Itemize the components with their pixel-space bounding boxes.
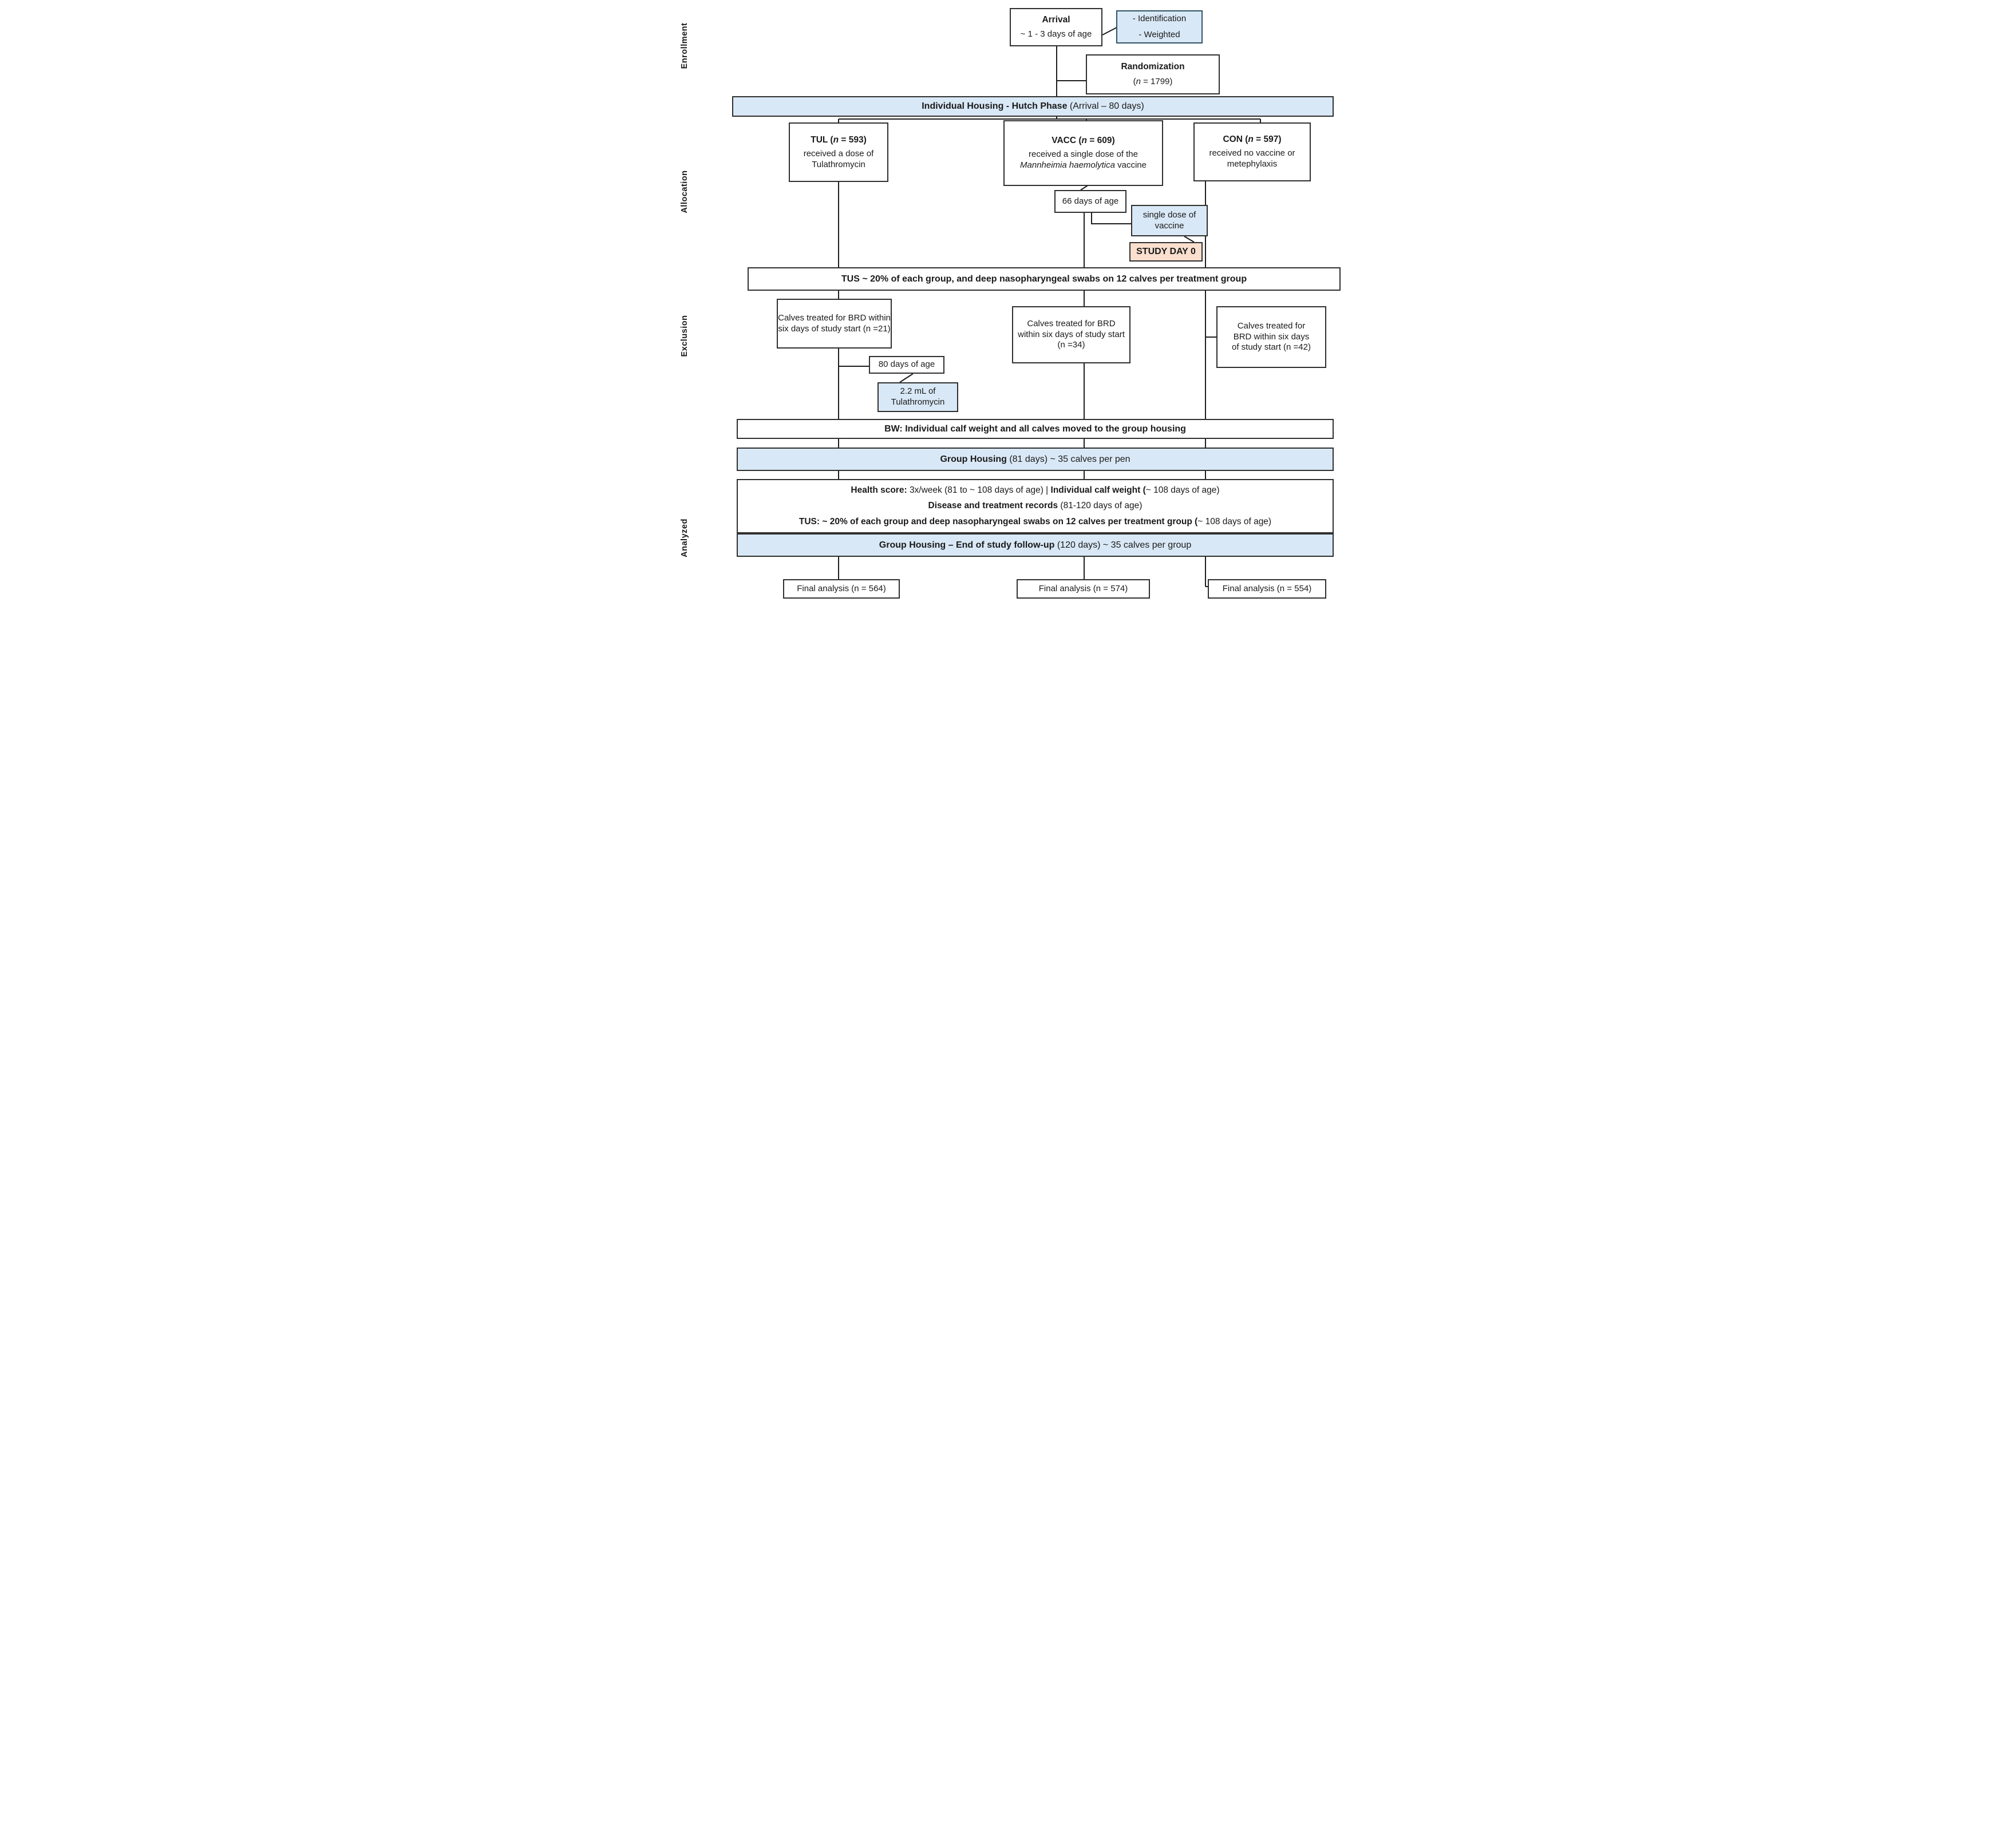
arrival-notes-box: - Identification - Weighted [1116,10,1203,43]
group-housing-banner-bold: Group Housing [940,454,1007,464]
study-day0-text: STUDY DAY 0 [1136,247,1196,256]
monitoring-line-1: Health score: 3x/week (81 to ~ 108 days … [851,485,1220,495]
note-weighted: - Weighted [1139,30,1180,39]
monitoring-line-2: Disease and treatment records (81-120 da… [928,501,1143,511]
days80-text: 80 days of age [878,359,935,370]
study-day0-box: STUDY DAY 0 [1129,242,1203,262]
single-dose-text: single dose of vaccine [1143,209,1196,231]
group-tul-body: received a dose of Tulathromycin [803,148,874,169]
group-box-vacc: VACC (n = 609) received a single dose of… [1003,120,1163,186]
end-followup-banner-bold: Group Housing – End of study follow-up [879,540,1055,550]
arrival-title: Arrival [1042,15,1070,25]
monitoring-line-3: TUS: ~ 20% of each group and deep nasoph… [799,516,1272,526]
group-housing-banner-text: Group Housing (81 days) ~ 35 calves per … [940,454,1130,465]
end-followup-banner: Group Housing – End of study follow-up (… [737,533,1334,557]
group-vacc-body: received a single dose of the Mannheimia… [1020,149,1147,171]
arrival-box: Arrival ~ 1 - 3 days of age [1010,8,1102,46]
consort-flow-diagram: Enrollment Allocation Exclusion Analyzed… [672,0,1344,608]
tulathromycin-dose-text: 2.2 mL of Tulathromycin [891,386,945,407]
days80-box: 80 days of age [869,356,944,374]
stage-label-enrollment: Enrollment [680,22,689,69]
days66-box: 66 days of age [1054,190,1126,213]
note-identification: - Identification [1132,13,1187,23]
tus-banner: TUS ~ 20% of each group, and deep nasoph… [748,267,1341,291]
final-analysis-vacc-text: Final analysis (n = 574) [1038,583,1128,593]
stage-label-analyzed: Analyzed [680,518,689,557]
group-housing-banner-rest: (81 days) ~ 35 calves per pen [1006,454,1130,464]
end-followup-banner-text: Group Housing – End of study follow-up (… [879,540,1191,551]
final-analysis-box-vacc: Final analysis (n = 574) [1017,579,1150,599]
final-analysis-tul-text: Final analysis (n = 564) [797,583,886,593]
bw-banner: BW: Individual calf weight and all calve… [737,419,1334,439]
exclusion-box-tul: Calves treated for BRD within six days o… [777,299,892,349]
hutch-phase-banner-rest: (Arrival – 80 days) [1067,101,1144,111]
tus-banner-text: TUS ~ 20% of each group, and deep nasoph… [841,274,1247,284]
hutch-phase-banner-text: Individual Housing - Hutch Phase (Arriva… [922,101,1144,112]
randomization-n: (n = 1799) [1133,77,1173,87]
exclusion-box-con: Calves treated for BRD within six days o… [1216,306,1326,368]
exclusion-box-vacc: Calves treated for BRD within six days o… [1012,306,1130,363]
monitoring-box: Health score: 3x/week (81 to ~ 108 days … [737,479,1334,533]
randomization-title: Randomization [1121,61,1185,72]
group-housing-banner: Group Housing (81 days) ~ 35 calves per … [737,448,1334,471]
days66-text: 66 days of age [1062,196,1119,206]
end-followup-banner-rest: (120 days) ~ 35 calves per group [1054,540,1192,550]
group-box-con: CON (n = 597) received no vaccine or met… [1193,122,1311,181]
final-analysis-box-tul: Final analysis (n = 564) [783,579,900,599]
stage-label-exclusion: Exclusion [680,315,689,357]
exclusion-vacc-text: Calves treated for BRD within six days o… [1018,318,1125,350]
group-box-tul: TUL (n = 593) received a dose of Tulathr… [789,122,888,182]
final-analysis-con-text: Final analysis (n = 554) [1222,583,1312,593]
final-analysis-box-con: Final analysis (n = 554) [1208,579,1326,599]
stage-label-allocation: Allocation [680,170,689,213]
exclusion-tul-text: Calves treated for BRD within six days o… [778,312,891,334]
group-con-title: CON (n = 597) [1223,134,1282,145]
hutch-phase-banner-bold: Individual Housing - Hutch Phase [922,101,1068,111]
group-tul-title: TUL (n = 593) [811,134,867,145]
single-dose-box: single dose of vaccine [1131,205,1208,236]
hutch-phase-banner: Individual Housing - Hutch Phase (Arriva… [732,96,1334,117]
bw-banner-text: BW: Individual calf weight and all calve… [884,423,1186,434]
arrival-subtitle: ~ 1 - 3 days of age [1020,29,1092,39]
exclusion-con-text: Calves treated for BRD within six days o… [1232,320,1311,353]
tulathromycin-dose-box: 2.2 mL of Tulathromycin [877,382,958,412]
randomization-box: Randomization (n = 1799) [1086,54,1220,94]
group-vacc-title: VACC (n = 609) [1052,136,1115,146]
group-con-body: received no vaccine or metephylaxis [1209,148,1295,169]
